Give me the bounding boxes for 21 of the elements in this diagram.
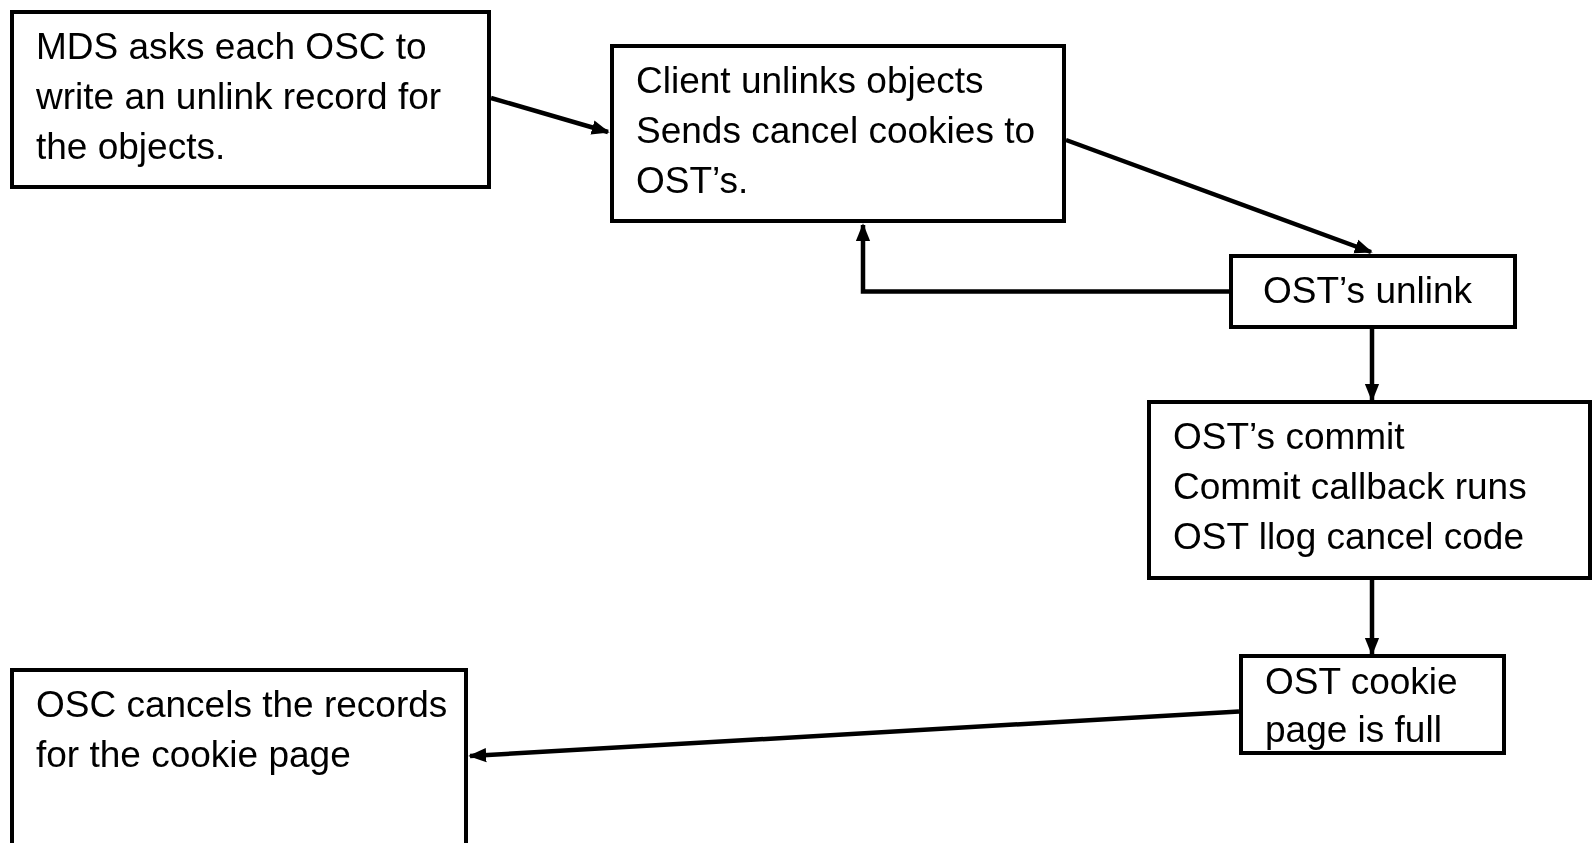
box-text: MDS asks each OSC to write an unlink record for the objects. xyxy=(36,25,443,169)
box-text: Commit callback runs xyxy=(1173,465,1528,509)
process-box xyxy=(1147,400,1592,580)
box-text: OST llog cancel code xyxy=(1173,515,1525,559)
arrow xyxy=(855,223,1229,294)
arrow xyxy=(1065,137,1373,255)
box-text: OST’s unlink xyxy=(1263,269,1474,313)
process-box xyxy=(10,10,491,189)
arrow xyxy=(1364,329,1380,402)
arrow xyxy=(490,95,610,135)
process-box xyxy=(1239,654,1506,755)
arrow xyxy=(1364,580,1380,656)
process-box xyxy=(1229,254,1517,329)
process-box xyxy=(10,668,468,843)
arrow xyxy=(468,709,1240,763)
box-text: Sends cancel cookies to OST’s. xyxy=(636,109,1036,203)
box-text: OST cookie page is full xyxy=(1265,660,1459,752)
box-text: OST’s commit xyxy=(1173,415,1406,459)
box-text: OSC cancels the records for the cookie page xyxy=(36,683,449,777)
process-box xyxy=(610,44,1066,223)
box-text: Client unlinks objects xyxy=(636,59,985,103)
